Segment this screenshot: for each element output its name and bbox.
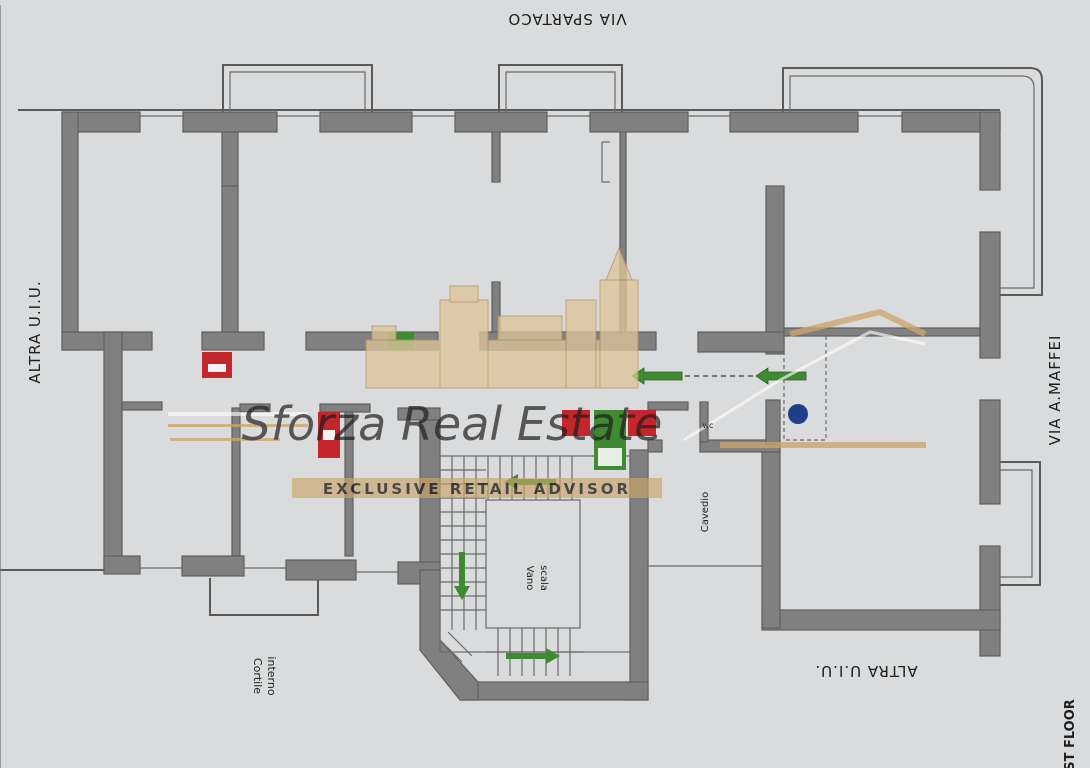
- neighbor-label-left: ALTRA U.I.U.: [26, 280, 44, 383]
- street-label-right: VIA A.MAFFEI: [1046, 335, 1064, 446]
- shaft-box: [783, 335, 827, 441]
- blue-dot-icon: [788, 404, 808, 424]
- courtyard-label-line2: interno: [265, 656, 278, 695]
- watermark-brand: Sforza Real Estate: [242, 397, 663, 451]
- floor-label: ST FLOOR: [1063, 699, 1078, 768]
- watermark-tagline: EXCLUSIVE RETAIL ADVISOR: [323, 480, 631, 498]
- stair-label-line2: scala: [538, 565, 549, 591]
- balconies: [209, 64, 1043, 616]
- stair-label-line1: Vano: [524, 566, 535, 591]
- safety-signs: [202, 332, 656, 470]
- street-label-top: VIA SPARTACO: [507, 10, 626, 28]
- route-arrow-icon: [631, 367, 683, 385]
- boundary-lines: [0, 5, 1000, 768]
- door-swings: [140, 115, 902, 573]
- lightwell-label: Cavedio: [700, 492, 711, 532]
- neighbor-label-bottom-right: ALTRA U.I.U.: [814, 662, 917, 680]
- arrow-down-icon: [454, 552, 470, 600]
- fire-extinguisher-sign-icon: [562, 410, 590, 436]
- fire-extinguisher-sign-icon: [628, 410, 656, 436]
- watermark: Sforza Real Estate EXCLUSIVE RETAIL ADVI…: [168, 246, 927, 498]
- wc-label: wc: [703, 421, 714, 430]
- castle-logo-icon: [365, 246, 639, 389]
- courtyard-label-line1: Cortile: [251, 658, 264, 694]
- arrow-right-icon: [506, 648, 560, 664]
